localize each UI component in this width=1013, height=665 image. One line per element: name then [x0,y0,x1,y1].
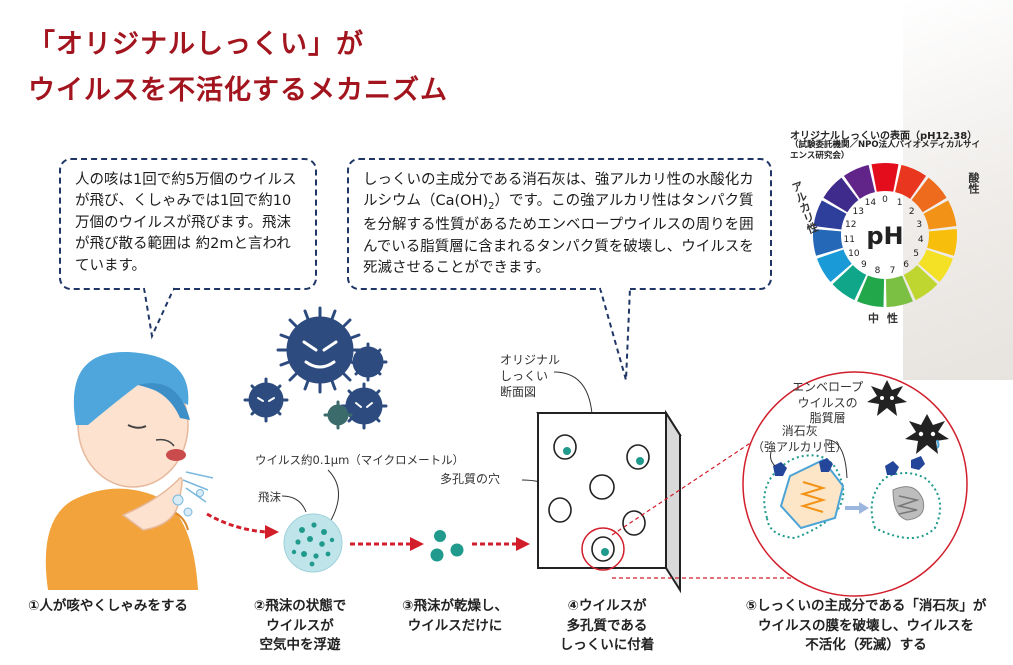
droplet-leader-lines [281,469,339,523]
section-title-leader [553,371,593,415]
ph-segment [871,163,899,192]
ph-chart-title: オリジナルしっくいの表面（pH12.38） [790,131,978,142]
speech-bubble-lime-info: しっくいの主成分である消石灰は、強アルカリ性の水酸化カルシウム（Ca(OH)2）… [347,158,772,290]
step-1-label: ①人が咳やくしゃみをする [28,598,188,614]
ph-number: 11 [843,235,854,245]
person-sneezing-illustration [45,351,214,590]
ph-label-acid: 酸性 [967,172,980,194]
ph-segment [903,265,938,301]
ph-segment [885,275,913,307]
arrow-2 [350,537,424,551]
ph-segment [857,275,885,307]
bubble-right-tail [599,286,631,381]
droplet-with-virus [283,513,343,573]
step-3-label: ③飛沫が乾燥し、 ウイルスだけに [402,598,508,634]
title-line-1: 「オリジナルしっくい」が [28,29,364,60]
speech-bubble-cough-info: 人の咳は1回で約5万個のウイルスが飛び、くしゃみでは1回で約10万個のウイルスが… [59,158,317,290]
ph-segment [843,164,875,199]
ph-number: 3 [916,220,922,230]
step-5-label: ⑤しっくいの主成分である「消石灰」が ウイルスの膜を破壊し、ウイルスを 不活化（… [745,598,987,654]
zoom-circle-mechanism [742,371,968,597]
lime-info-text-part2: ）です。この強アルカリ性はタンパク質を分解する性質があるためエンベロープウイルス… [363,193,754,277]
ph-segment [927,228,957,256]
section-title-label: オリジナル しっくい 断面図 [500,353,561,400]
ph-segment [813,228,843,256]
ph-number: 8 [875,266,881,276]
ph-number: 1 [897,198,903,208]
ph-number: 9 [861,260,867,270]
ph-label-neutral: 中性 [868,312,906,325]
plaster-cross-section [536,409,682,594]
lime-label: 消石灰 （強アルカリ性） [752,424,848,454]
ph-number: 5 [913,249,919,259]
ph-chart-note: （試験委託機関／NPO法人バイオメディカルサイエンス研究会） [790,140,980,162]
ph-number: 6 [903,260,909,270]
virus-group-illustration [243,306,388,430]
ph-number: 10 [848,249,860,259]
arrow-1 [206,512,279,539]
arrow-3 [472,537,530,551]
cough-info-text: 人の咳は1回で約5万個のウイルスが飛び、くしゃみでは1回で約10万個のウイルスが… [75,172,297,274]
droplet-label: 飛沫 [258,490,281,504]
ph-segment [911,177,947,213]
ph-number: 13 [853,207,864,217]
step-4-label: ④ウイルスが 多孔質である しっくいに付着 [559,598,655,654]
step-2-label: ②飛沫の状態で ウイルスが 空気中を浮遊 [253,598,347,654]
ph-segment [918,249,953,283]
ph-segment [813,200,847,230]
ph-segment [895,164,927,199]
ph-number: 2 [909,207,915,217]
ph-center-label: pH [866,222,903,250]
ph-number: 14 [865,198,877,208]
lime-info-text-part1: しっくいの主成分である消石灰は、強アルカリ性の水酸化カルシウム（Ca(OH) [363,172,754,210]
ph-segment [817,249,852,283]
lime-info-subscript: 2 [488,201,495,213]
virus-size-label: ウイルス約0.1μm（マイクロメートル） [255,453,465,467]
dried-virus-particles [430,530,464,562]
ph-number: 4 [918,235,924,245]
ph-segment [923,200,957,230]
ph-segment [823,177,859,213]
pores-label: 多孔質の穴 [440,472,501,486]
bubble-left-tail [143,286,175,340]
ph-number: 12 [845,220,856,230]
title-line-2: ウイルスを不活化するメカニズム [28,75,448,106]
ph-number: 0 [882,195,888,205]
ph-number: 7 [890,266,896,276]
envelope-label: エンベロープ ウイルスの 脂質層 [792,380,864,426]
zoom-guide-lines [611,409,801,579]
ph-segment [832,265,867,301]
